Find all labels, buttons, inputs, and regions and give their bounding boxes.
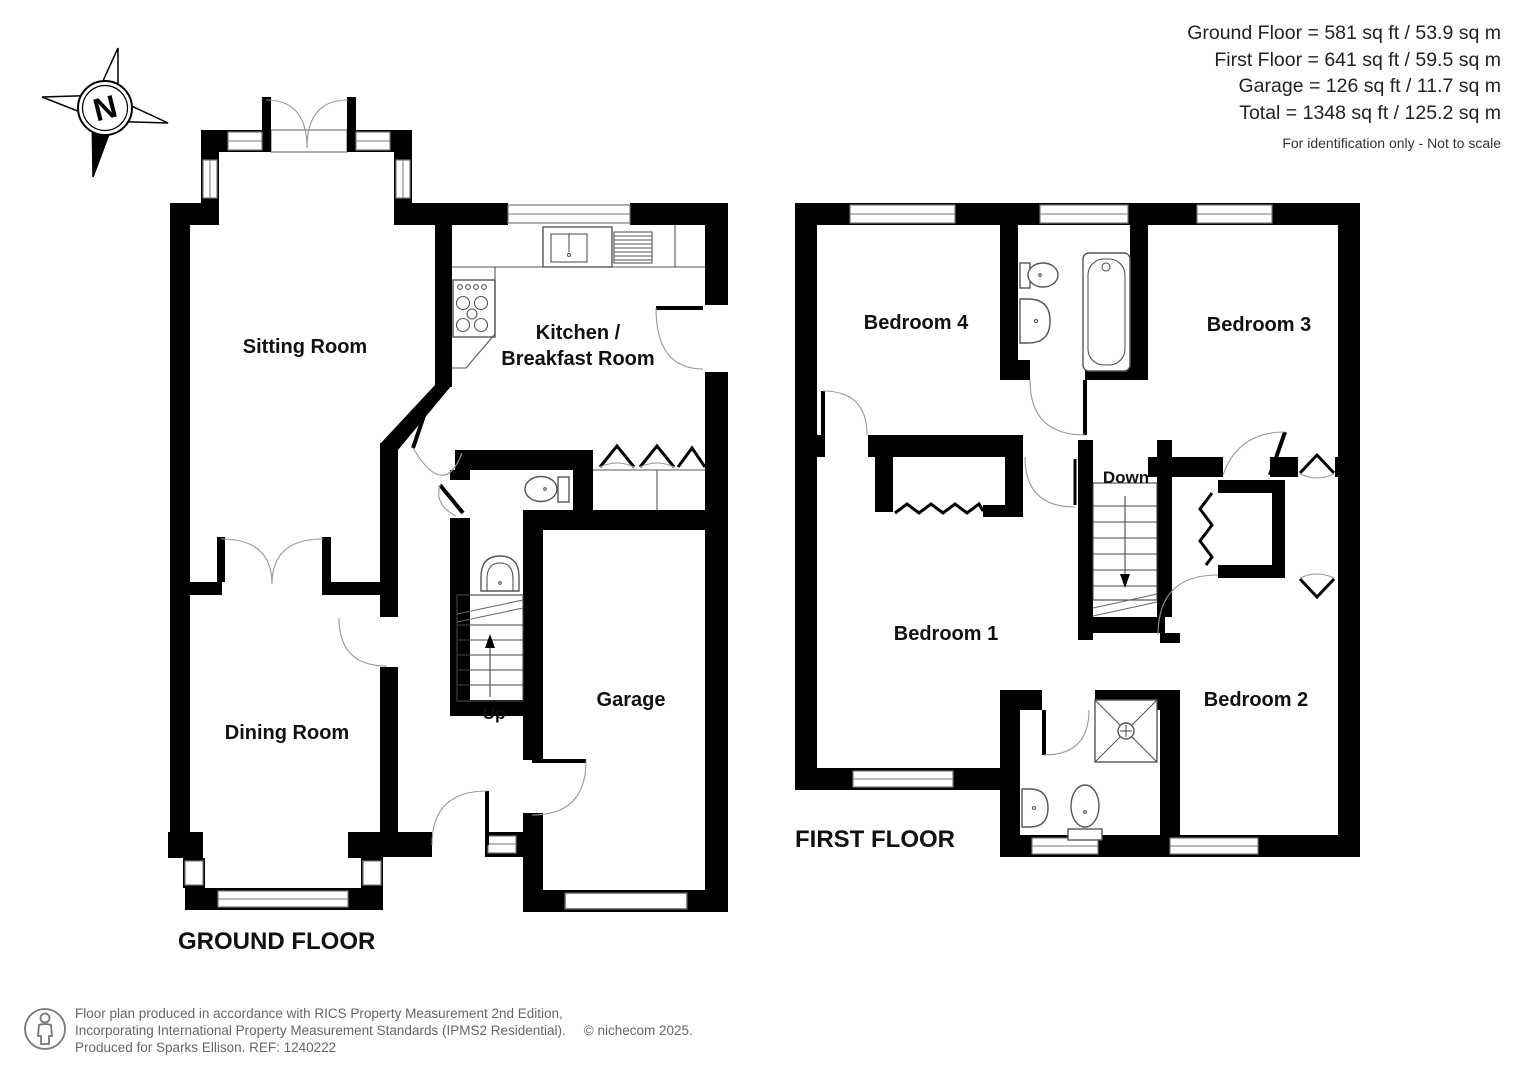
first-floor-title: FIRST FLOOR (795, 826, 955, 853)
room-label-bedroom-1: Bedroom 1 (893, 623, 999, 645)
room-label-dining-room: Dining Room (224, 722, 350, 744)
footer-line2: Incorporating International Property Mea… (75, 1023, 693, 1038)
footer-line3: Produced for Sparks Ellison. REF: 124022… (75, 1040, 337, 1055)
shower-room-basin (1021, 788, 1049, 828)
person-scale-icon (24, 1008, 66, 1050)
stairs-down (1092, 482, 1158, 617)
ground-floor-title: GROUND FLOOR (178, 928, 376, 955)
stairs-up-label: Up (482, 704, 506, 723)
area-line-ground: Ground Floor = 581 sq ft / 53.9 sq m (1187, 22, 1501, 44)
room-label-bedroom-2: Bedroom 2 (1203, 689, 1309, 711)
stairs-down-label: Down (1102, 468, 1150, 487)
stairs-up (456, 594, 524, 702)
area-line-first: First Floor = 641 sq ft / 59.5 sq m (1214, 48, 1501, 71)
garage-door (564, 892, 688, 910)
footer-line1: Floor plan produced in accordance with R… (75, 1006, 563, 1021)
copyright-nichecom: © nichecom 2025. (583, 1023, 693, 1038)
room-label-bedroom-3: Bedroom 3 (1206, 314, 1312, 336)
room-label-sitting-room: Sitting Room (242, 336, 368, 358)
area-line-garage: Garage = 126 sq ft / 11.7 sq m (1238, 75, 1502, 97)
room-label-kitchen: Kitchen / Breakfast Room (501, 322, 655, 370)
bathroom-basin (1019, 298, 1051, 344)
first-floor-plan (795, 203, 1360, 857)
ground-floor-plan (168, 97, 728, 912)
shower-tray (1094, 699, 1158, 763)
room-label-bedroom-4: Bedroom 4 (863, 312, 969, 334)
wc-toilet (524, 475, 570, 503)
room-label-garage: Garage (596, 689, 666, 711)
kitchen-sink-unit (542, 226, 613, 268)
area-summary: Ground Floor = 581 sq ft / 53.9 sq m Fir… (1187, 20, 1501, 157)
stove-hob (452, 279, 496, 338)
wc-basin (480, 555, 520, 592)
footer-disclaimer: Floor plan produced in accordance with R… (75, 1005, 693, 1056)
shower-room-toilet (1067, 784, 1103, 841)
compass-north-icon: N (41, 47, 169, 178)
bathroom-toilet (1019, 262, 1059, 289)
bathtub (1082, 252, 1131, 372)
scale-disclaimer: For identification only - Not to scale (1282, 135, 1501, 151)
kitchen-drainer (613, 231, 653, 264)
area-line-total: Total = 1348 sq ft / 125.2 sq m (1239, 101, 1501, 124)
